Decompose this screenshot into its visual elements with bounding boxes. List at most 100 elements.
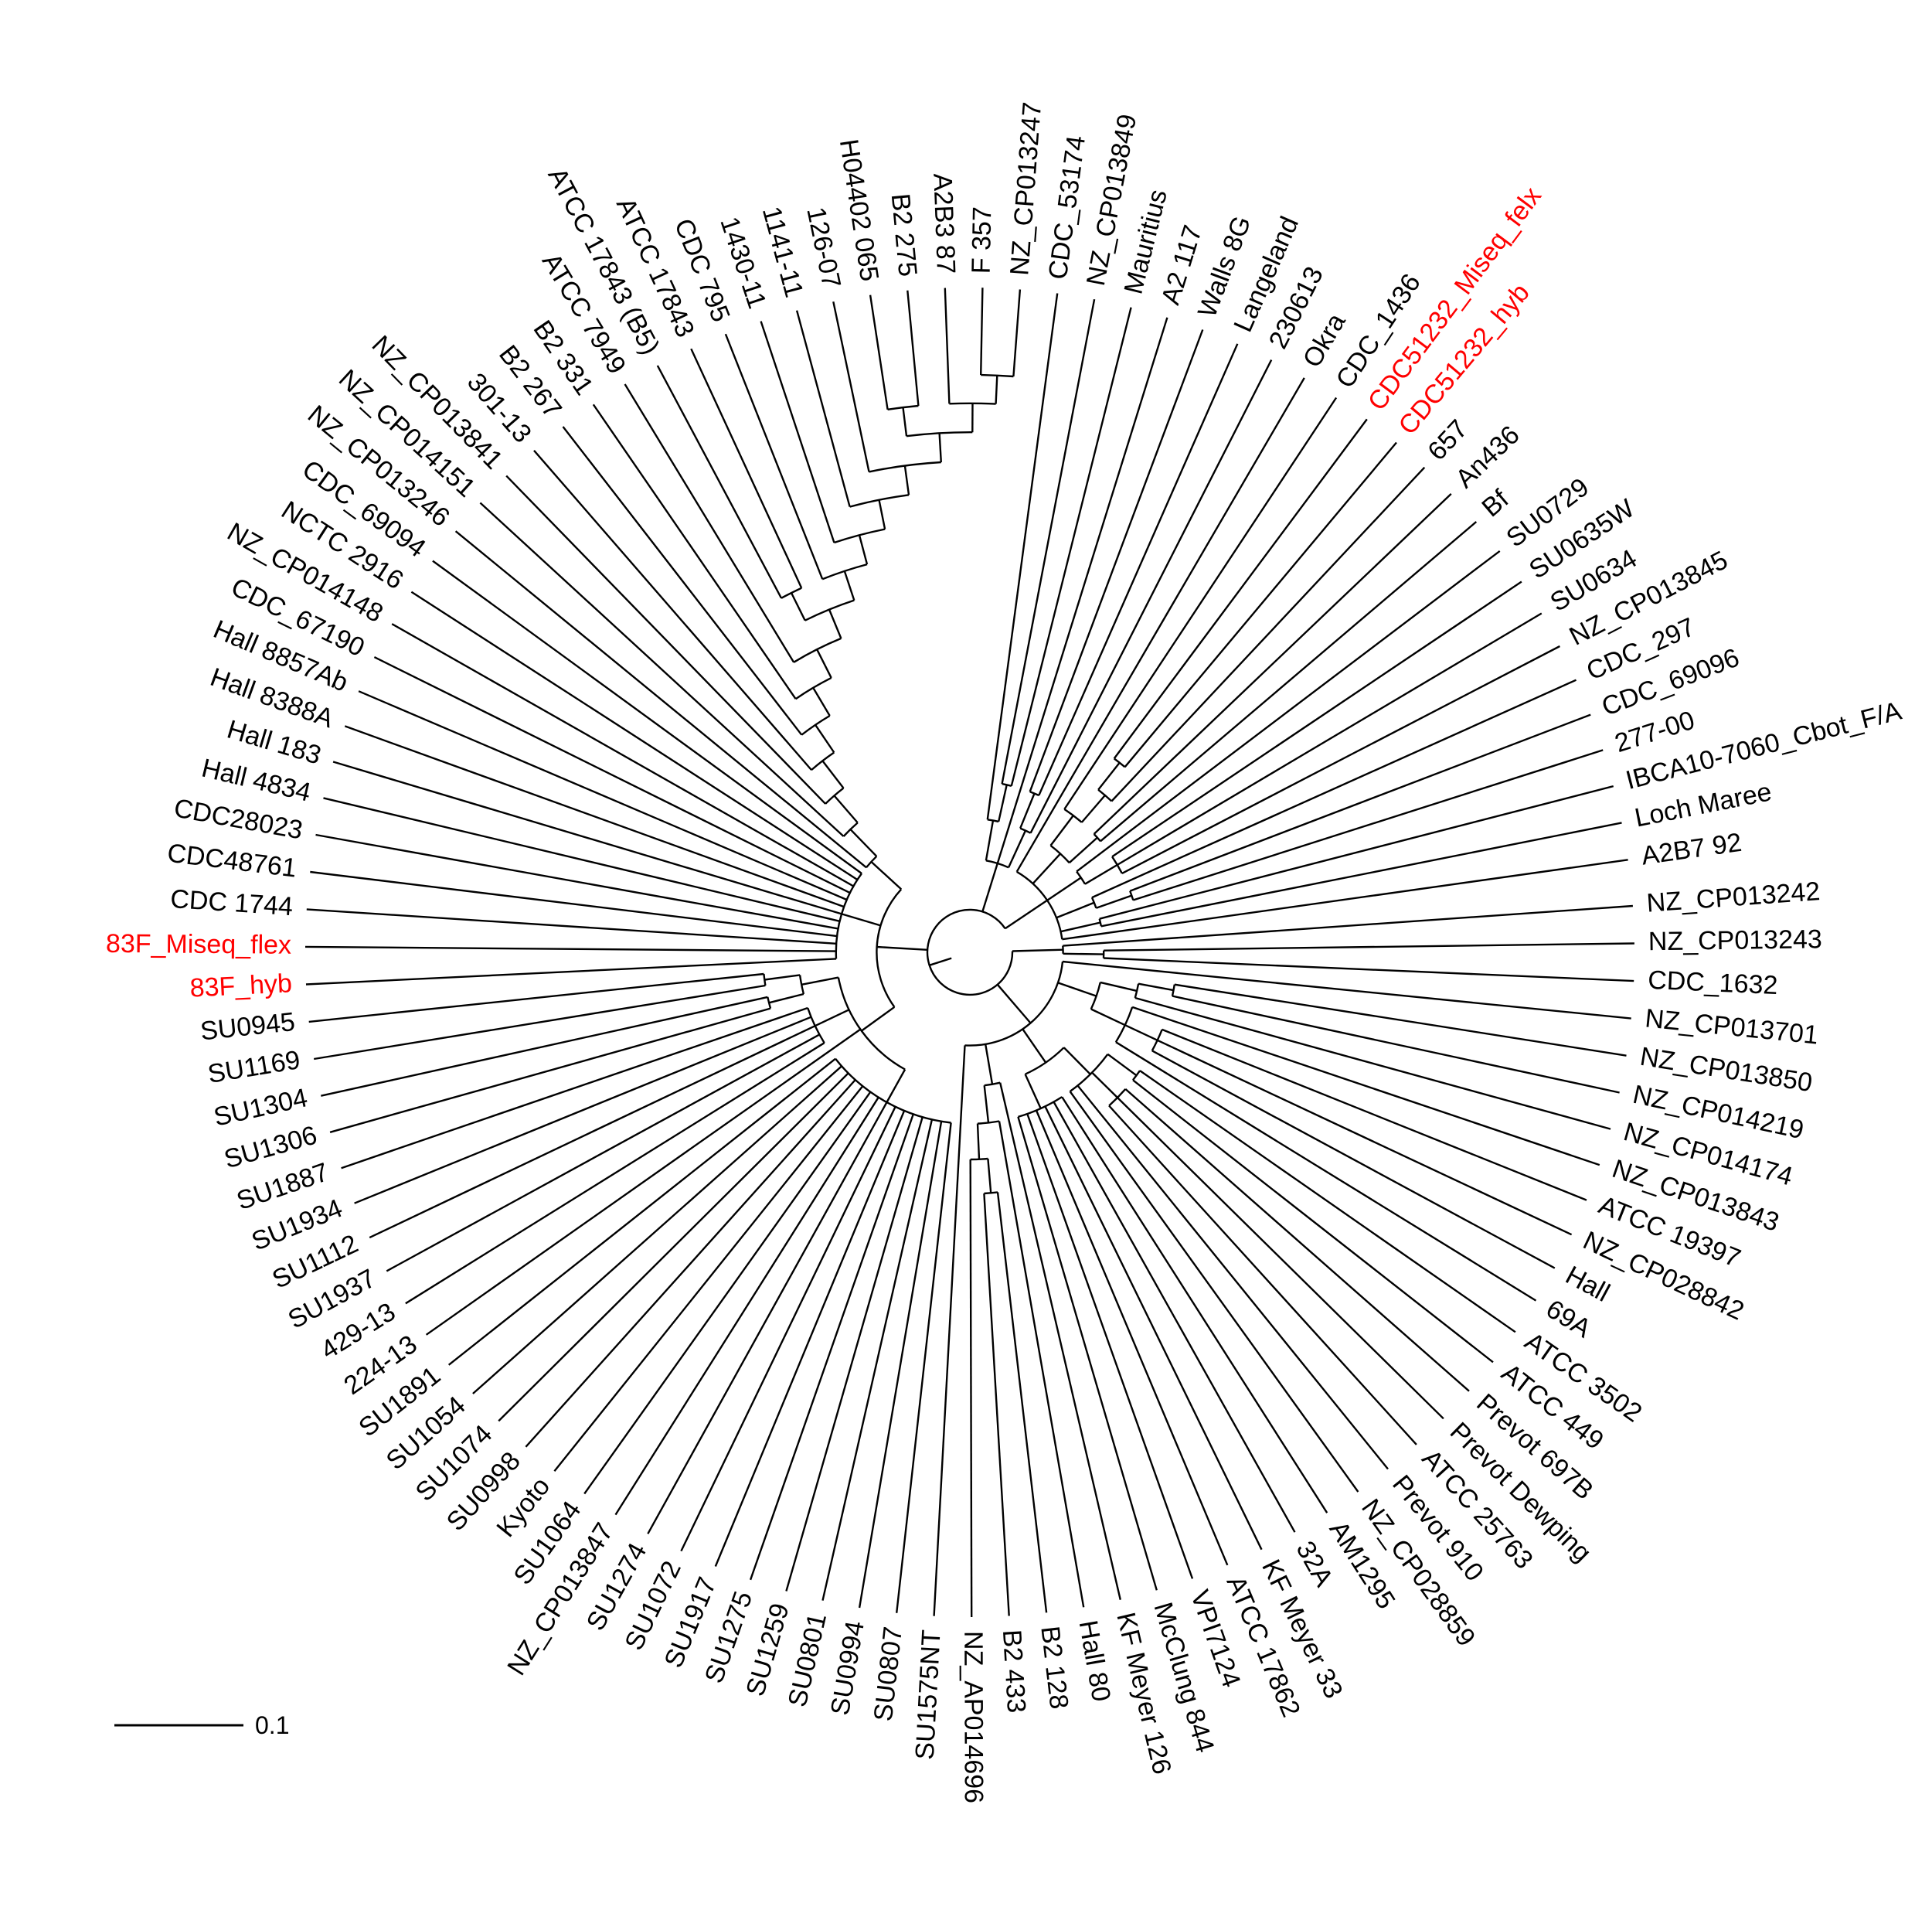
branch-line bbox=[553, 1085, 864, 1473]
branch-line bbox=[933, 1045, 966, 1616]
branch-line bbox=[821, 1119, 934, 1601]
branch-line bbox=[472, 1065, 842, 1394]
branch-line bbox=[969, 1159, 973, 1618]
tip-label: A2B7 92 bbox=[1640, 828, 1743, 871]
tip-label: 32A bbox=[1290, 1537, 1338, 1592]
branch-line bbox=[341, 1006, 808, 1169]
branch-arc bbox=[987, 819, 999, 823]
branch-line bbox=[1113, 418, 1368, 760]
branch-arc bbox=[1151, 1029, 1163, 1051]
branch-line bbox=[425, 1028, 862, 1336]
branch-line bbox=[1100, 521, 1478, 843]
branch-line bbox=[505, 475, 826, 805]
tip-label: SU0801 bbox=[783, 1611, 832, 1710]
tip-label: CDC_53174 bbox=[1043, 134, 1091, 281]
branch-line bbox=[724, 333, 824, 580]
branch-arc bbox=[1114, 1006, 1134, 1043]
branch-arc bbox=[926, 908, 1014, 996]
branch-line bbox=[321, 996, 768, 1097]
branch-line bbox=[858, 534, 869, 565]
branch-line bbox=[1063, 904, 1633, 947]
tip-label: F 357 bbox=[967, 206, 998, 274]
branch-line bbox=[1157, 1039, 1573, 1236]
branch-arc bbox=[835, 1057, 951, 1124]
branch-arc bbox=[1090, 897, 1097, 909]
branch-line bbox=[861, 1006, 896, 1032]
branch-line bbox=[1100, 981, 1138, 992]
branch-line bbox=[995, 375, 998, 404]
branch-line bbox=[1063, 1047, 1091, 1075]
branch-line bbox=[998, 785, 1008, 822]
branch-line bbox=[843, 570, 855, 601]
branch-line bbox=[1060, 921, 1101, 933]
branch-line bbox=[1029, 359, 1273, 834]
branch-line bbox=[983, 1193, 1010, 1616]
branch-arc bbox=[869, 461, 941, 473]
branch-line bbox=[1012, 948, 1063, 952]
branch-arc bbox=[811, 751, 835, 771]
root-stem bbox=[929, 957, 952, 966]
branch-line bbox=[1001, 298, 1096, 785]
branch-line bbox=[1100, 822, 1622, 928]
branch-line bbox=[886, 1068, 906, 1103]
branch-line bbox=[592, 403, 797, 700]
branch-line bbox=[310, 870, 838, 938]
branch-line bbox=[981, 863, 998, 912]
branch-line bbox=[795, 310, 851, 507]
branch-line bbox=[986, 293, 1059, 820]
branch-line bbox=[858, 1121, 943, 1609]
tip-label: B2 128 bbox=[1035, 1625, 1073, 1711]
branch-line bbox=[815, 1009, 850, 1027]
branch-line bbox=[790, 592, 806, 621]
branch-line bbox=[1061, 1096, 1328, 1513]
branch-line bbox=[1107, 1053, 1138, 1077]
tip-label: NZ_CP013243 bbox=[1648, 924, 1822, 956]
branch-line bbox=[1124, 1024, 1158, 1041]
branch-line bbox=[1010, 307, 1132, 787]
branch-arc bbox=[1076, 870, 1087, 885]
tip-label: Hall 80 bbox=[1073, 1618, 1117, 1704]
branch-line bbox=[1063, 397, 1338, 810]
branch-arc bbox=[984, 1191, 998, 1195]
branch-line bbox=[405, 1042, 825, 1305]
branch-line bbox=[1053, 1101, 1296, 1533]
branch-arc bbox=[807, 1007, 825, 1044]
branch-line bbox=[314, 984, 766, 1061]
tip-label: SU0945 bbox=[199, 1007, 296, 1047]
branch-arc bbox=[1113, 758, 1126, 768]
branch-arc bbox=[949, 402, 996, 405]
branch-arc bbox=[1025, 1047, 1065, 1075]
branch-line bbox=[815, 724, 835, 754]
branch-line bbox=[1134, 996, 1611, 1130]
branch-line bbox=[1090, 1008, 1126, 1026]
branch-line bbox=[1108, 1105, 1417, 1445]
branch-line bbox=[1049, 815, 1074, 846]
branch-line bbox=[833, 795, 859, 824]
branch-line bbox=[999, 1082, 1121, 1600]
branch-line bbox=[1057, 982, 1097, 997]
branch-arc bbox=[1063, 808, 1083, 823]
branch-line bbox=[985, 820, 995, 861]
branch-line bbox=[305, 958, 837, 986]
branch-line bbox=[1068, 836, 1098, 864]
branch-line bbox=[680, 1106, 896, 1552]
branch-line bbox=[1117, 1097, 1444, 1420]
branch-line bbox=[1115, 1041, 1537, 1302]
branch-line bbox=[1084, 863, 1118, 885]
branch-line bbox=[562, 426, 803, 736]
branch-line bbox=[614, 1097, 879, 1516]
branch-line bbox=[525, 1079, 856, 1448]
branch-line bbox=[998, 1121, 1085, 1608]
branch-line bbox=[447, 1057, 836, 1366]
branch-line bbox=[1097, 762, 1121, 791]
branch-arc bbox=[821, 563, 868, 580]
tree-branches bbox=[304, 288, 1634, 1618]
branch-line bbox=[878, 499, 886, 529]
branch-line bbox=[1029, 329, 1204, 792]
branch-line bbox=[1099, 785, 1614, 920]
branch-line bbox=[1069, 1091, 1359, 1493]
branch-line bbox=[1174, 983, 1627, 1057]
branch-line bbox=[369, 1025, 816, 1239]
branch-line bbox=[985, 1044, 994, 1084]
branch-line bbox=[1063, 952, 1104, 955]
